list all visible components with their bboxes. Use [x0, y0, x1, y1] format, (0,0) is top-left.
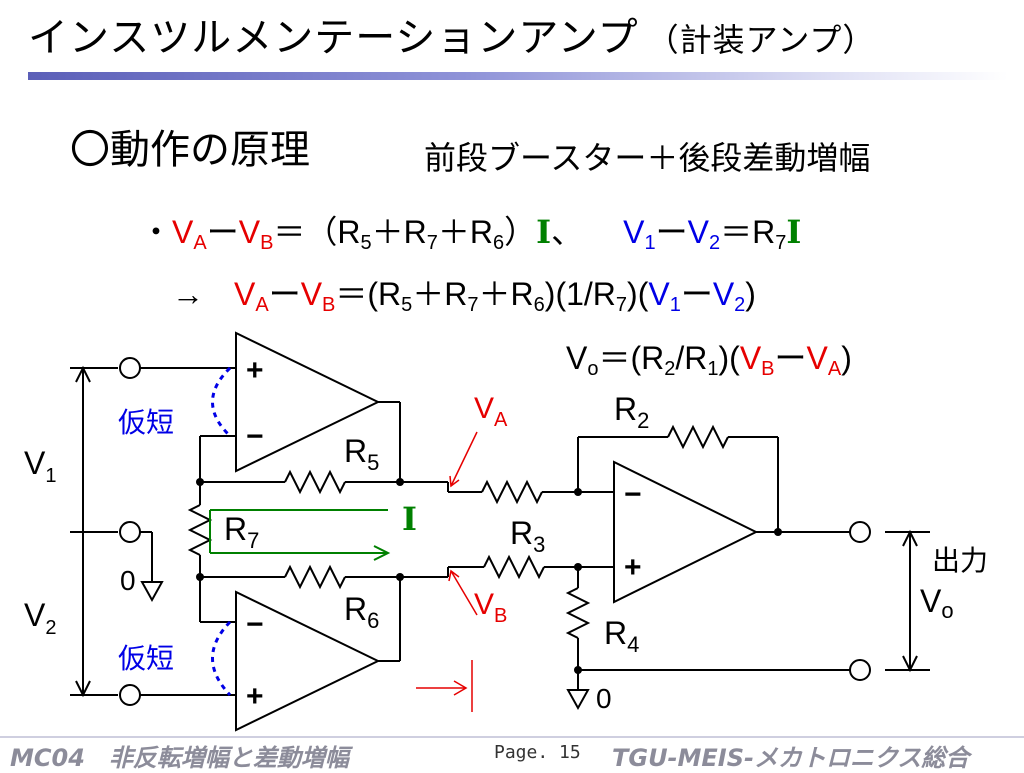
upper-opamp-minus: − [246, 420, 264, 453]
pointer-vb [450, 570, 478, 616]
virtual-short-arc-upper [211, 366, 232, 438]
resistor-r5 [284, 469, 346, 495]
label-va: VA [474, 392, 508, 431]
terminal-out-ground [849, 659, 871, 681]
footer-organization: TGU-MEIS-メカトロニクス総合 [612, 744, 970, 772]
label-v1: V1 [24, 445, 56, 487]
virtual-short-arc-lower [211, 620, 232, 697]
title-underline [28, 72, 1008, 80]
ground-symbol-right [566, 689, 590, 711]
label-r7: R7 [224, 511, 259, 553]
slide-footer: MC04 非反転増幅と差動増幅 Page. 15 TGU-MEIS-メカトロニク… [0, 730, 1024, 772]
resistor-r2 [667, 424, 729, 450]
label-zero-left: 0 [120, 565, 136, 596]
label-r4: R4 [604, 615, 639, 657]
label-vb: VB [474, 588, 507, 627]
terminal-v1-in [119, 357, 141, 379]
label-output: 出力 [932, 545, 988, 576]
output-opamp-minus: − [624, 478, 642, 511]
opamp-lower [235, 590, 381, 732]
label-current-i: I [402, 500, 417, 538]
label-v2: V2 [24, 597, 56, 639]
label-r6: R6 [344, 591, 379, 633]
opamp-output [613, 460, 759, 604]
label-r3: R3 [510, 515, 545, 557]
pointer-va [450, 431, 478, 487]
terminal-v2-in [119, 684, 141, 706]
current-arrow [373, 545, 391, 561]
terminal-out [849, 521, 871, 543]
footer-divider [0, 736, 1024, 738]
resistor-r6 [284, 564, 346, 590]
resistor-r3 [483, 554, 545, 580]
resistor-r1 [481, 479, 543, 505]
footer-page-number: Page. 15 [494, 742, 581, 763]
label-r5: R5 [344, 433, 379, 475]
title-paren: （計装アンプ） [646, 21, 876, 59]
upper-opamp-plus: + [246, 354, 264, 387]
equation-3: Vo＝(R2/R1)(VBーVA) [566, 340, 852, 380]
slide-title: インスツルメンテーションアンプ（計装アンプ） [28, 12, 1008, 80]
footer-course: MC04 非反転増幅と差動増幅 [10, 744, 349, 772]
label-r2: R2 [614, 391, 649, 433]
title-main: インスツルメンテーションアンプ [28, 15, 639, 61]
label-virtual-short-lower: 仮短 [118, 643, 174, 674]
section-subheading: 前段ブースター＋後段差動増幅 [424, 139, 871, 177]
label-virtual-short-upper: 仮短 [118, 407, 174, 438]
resistor-r4 [565, 587, 591, 639]
ground-symbol-left [140, 581, 164, 603]
resistor-r7 [187, 504, 213, 556]
lower-opamp-minus: − [246, 608, 264, 641]
label-vo: Vo [920, 583, 954, 623]
terminal-ground-in [119, 521, 141, 543]
output-opamp-plus: + [624, 551, 642, 584]
section-heading: 〇動作の原理 [70, 127, 310, 173]
label-zero-right: 0 [596, 683, 612, 714]
equation-2: →VAーVB＝(R5＋R7＋R6)(1/R7)(V1ーV2) [172, 276, 756, 316]
opamp-upper [235, 331, 381, 473]
equation-1: ・VAーVB＝（R5＋R7＋R6）I、V1ーV2＝R7I [140, 213, 802, 254]
lower-opamp-plus: + [246, 680, 264, 713]
